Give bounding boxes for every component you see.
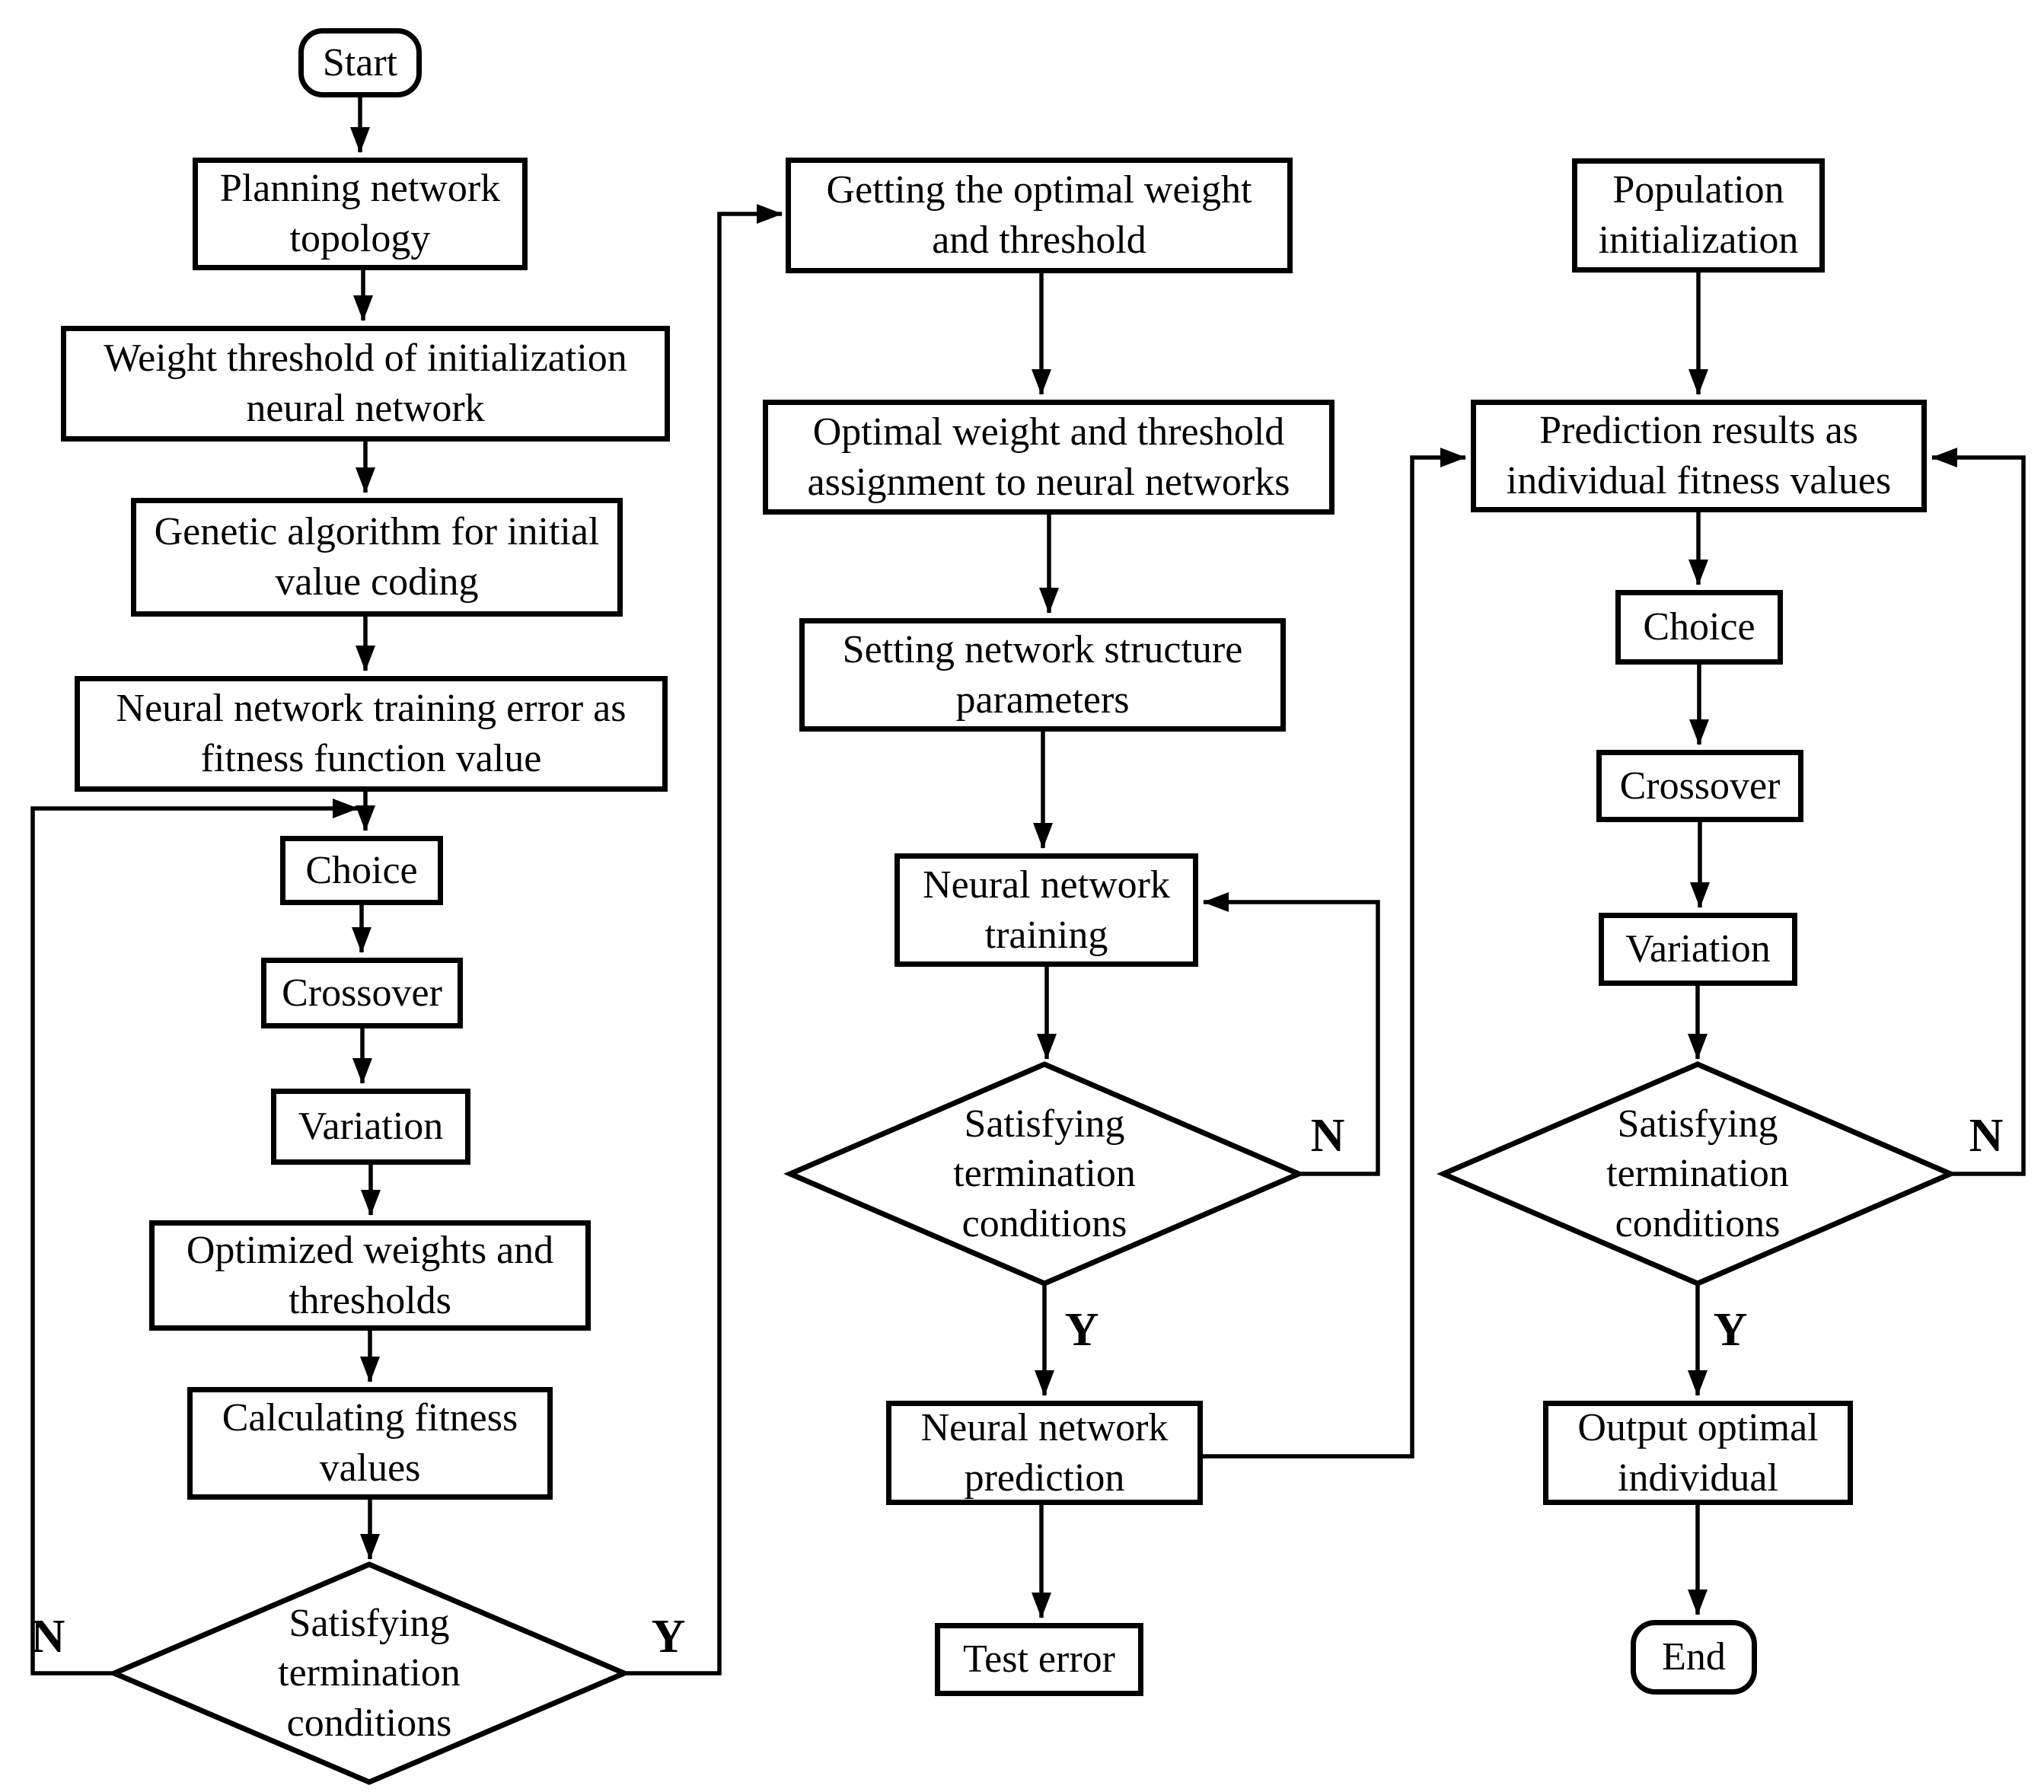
node-nn-error: Neural network training error as fitness… bbox=[75, 676, 668, 792]
node-choice-1: Choice bbox=[280, 836, 443, 905]
node-test-error: Test error bbox=[935, 1623, 1143, 1696]
node-end: End bbox=[1631, 1620, 1757, 1695]
node-planning: Planning network topology bbox=[193, 158, 528, 270]
decision-2-label: Satisfying termination conditions bbox=[953, 1102, 1136, 1245]
branch-label-yes-2: Y bbox=[1064, 1303, 1099, 1356]
decision-1-label: Satisfying termination conditions bbox=[278, 1601, 461, 1745]
node-start: Start bbox=[298, 28, 422, 97]
edge-prediction-predresults bbox=[1203, 448, 1466, 1459]
node-training: Neural network training bbox=[894, 853, 1198, 967]
node-genetic: Genetic algorithm for initial value codi… bbox=[131, 498, 623, 617]
node-prediction: Neural network prediction bbox=[886, 1401, 1203, 1505]
decision-3-diamond bbox=[1437, 1061, 1957, 1287]
node-getting: Getting the optimal weight and threshold bbox=[786, 158, 1293, 273]
branch-label-no-3: N bbox=[1969, 1109, 2004, 1162]
branch-label-yes-3: Y bbox=[1713, 1303, 1748, 1356]
node-optimized: Optimized weights and thresholds bbox=[149, 1220, 591, 1331]
decision-3-label: Satisfying termination conditions bbox=[1606, 1102, 1789, 1245]
node-setting: Setting network structure parameters bbox=[799, 618, 1286, 732]
node-choice-2: Choice bbox=[1615, 590, 1783, 665]
node-prediction-results: Prediction results as individual fitness… bbox=[1471, 400, 1927, 512]
node-optimal-assign: Optimal weight and threshold assignment … bbox=[763, 400, 1334, 515]
node-variation-2: Variation bbox=[1599, 913, 1797, 986]
decision-2-diamond bbox=[783, 1061, 1306, 1287]
branch-label-no-1: N bbox=[30, 1610, 65, 1663]
node-calculating: Calculating fitness values bbox=[187, 1387, 553, 1500]
branch-label-no-2: N bbox=[1310, 1109, 1345, 1162]
node-weight-init: Weight threshold of initialization neura… bbox=[61, 326, 670, 442]
edge-decision2-no-loop bbox=[1203, 892, 1380, 1176]
branch-label-yes-1: Y bbox=[651, 1610, 686, 1663]
node-population: Population initialization bbox=[1572, 158, 1825, 273]
edge-decision1-no-loop bbox=[30, 799, 359, 1676]
edge-decision3-no-loop bbox=[1931, 448, 2026, 1176]
edge-decision1-yes-getting bbox=[624, 204, 783, 1676]
node-crossover-1: Crossover bbox=[261, 958, 463, 1028]
node-crossover-2: Crossover bbox=[1596, 750, 1803, 822]
node-output: Output optimal individual bbox=[1543, 1401, 1853, 1505]
decision-1-diamond bbox=[107, 1561, 631, 1785]
node-variation-1: Variation bbox=[271, 1089, 470, 1165]
